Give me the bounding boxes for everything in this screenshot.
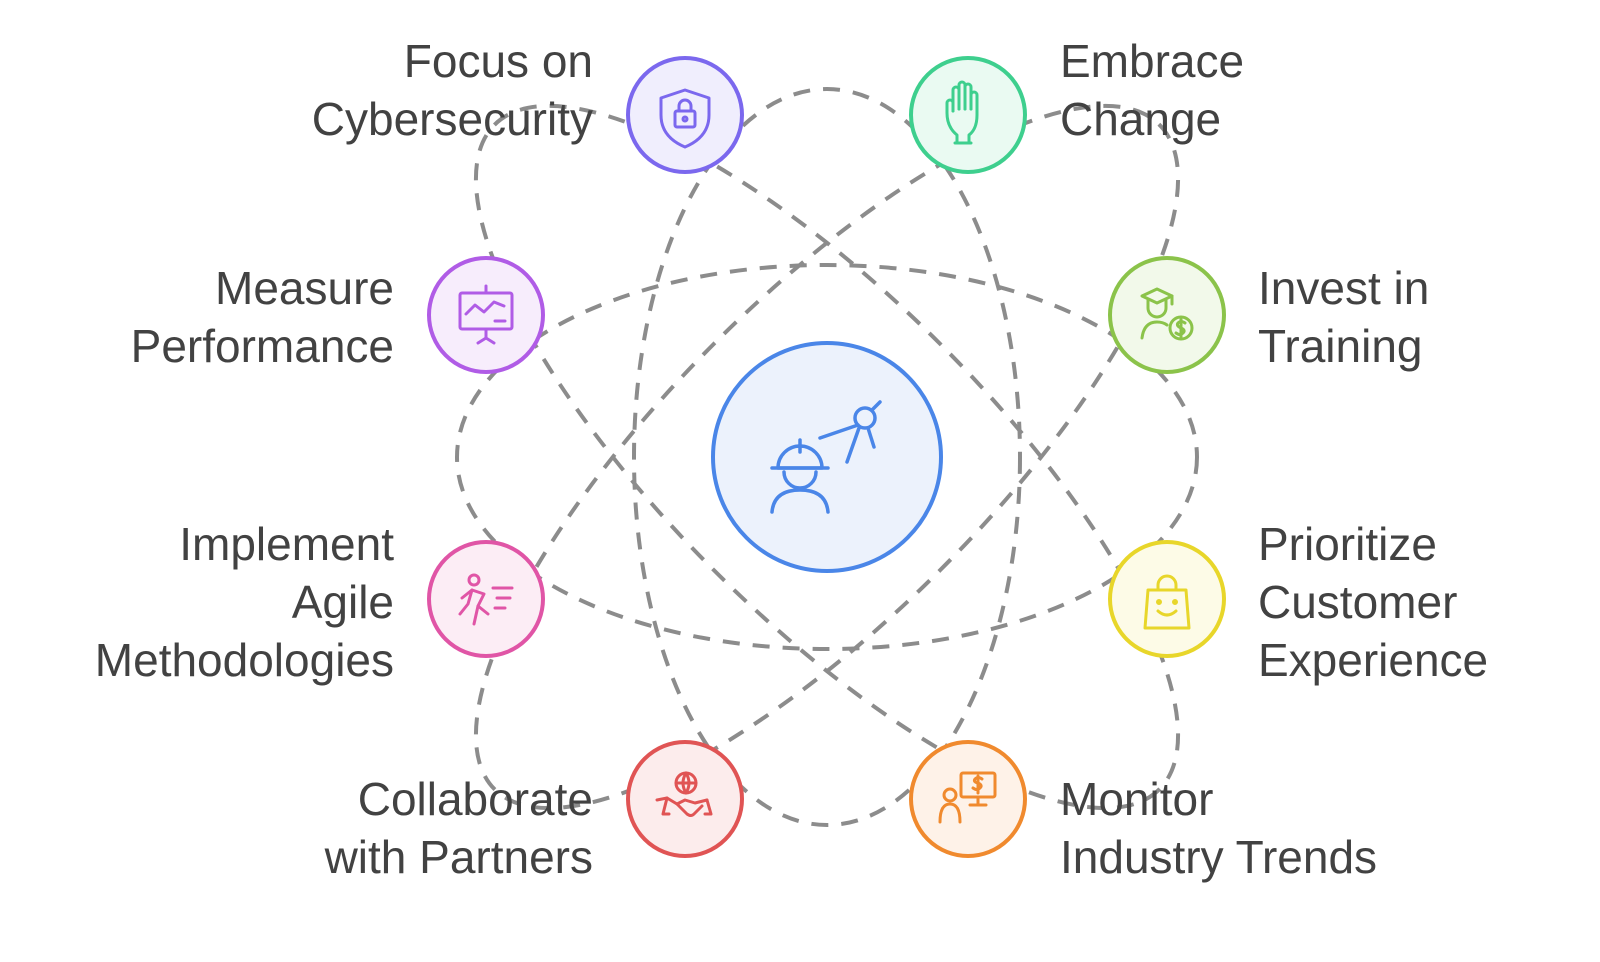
node-circle [626,56,744,174]
label-customer: Prioritize Customer Experience [1258,518,1489,686]
node-agile [427,540,545,658]
node-circle [427,540,545,658]
label-trends: Monitor Industry Trends [1060,773,1378,883]
label-change: Embrace Change [1060,35,1245,145]
label-agile: Implement Agile Methodologies [94,518,394,686]
node-circle [909,740,1027,858]
presentation-chart-icon [458,284,514,345]
smiling-bag-icon [1143,574,1191,630]
node-cybersecurity [626,56,744,174]
node-circle [427,256,545,374]
orbit-diagonal-b [473,103,1181,811]
engineer-with-compass-icon [770,400,882,514]
node-circle [1108,540,1226,658]
center-node [711,341,943,573]
center-circle [711,341,943,573]
handshake-globe-icon [655,771,713,817]
orbit-lines [455,87,1199,827]
node-performance [427,256,545,374]
orbit-diagonal-a [473,103,1181,811]
label-performance: Measure Performance [130,262,394,372]
label-training: Invest in Training [1258,262,1430,372]
node-change [909,56,1027,174]
orbit-vertical [632,87,1022,827]
node-trends [909,740,1027,858]
label-cybersecurity: Focus on Cybersecurity [311,35,593,145]
label-partners: Collaborate with Partners [324,773,593,883]
node-training [1108,256,1226,374]
running-person-icon [458,573,514,626]
raised-hand-icon [945,80,979,145]
shield-lock-icon [659,88,711,149]
node-circle [909,56,1027,174]
graduate-coin-icon [1140,287,1194,341]
monitor-analyst-icon [938,771,997,824]
orbit-horizontal [455,263,1199,651]
node-circle [1108,256,1226,374]
node-partners [626,740,744,858]
node-customer [1108,540,1226,658]
